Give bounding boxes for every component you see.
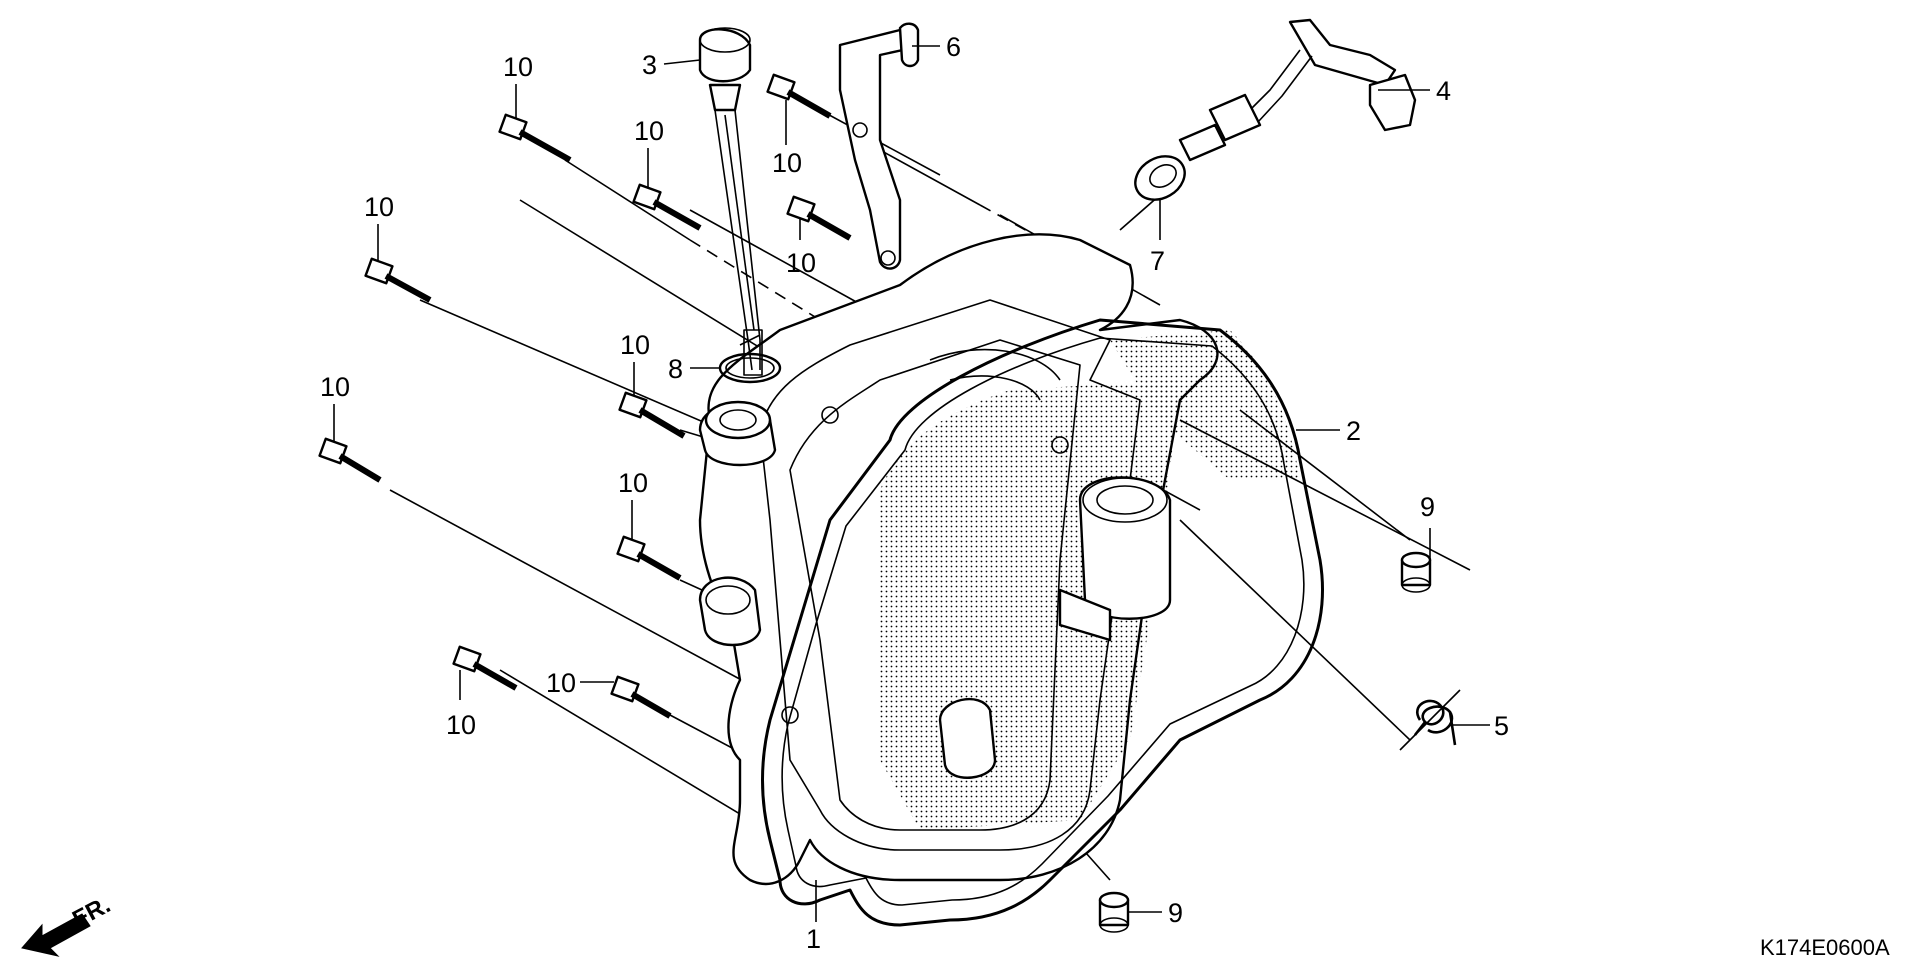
front-direction-marker: FR. (21, 891, 115, 957)
bolt-i (452, 645, 518, 691)
spring (1413, 699, 1457, 746)
dowel-pin-lower (1098, 891, 1130, 933)
bolt-f (618, 391, 686, 439)
callout-3: 3 (642, 50, 657, 80)
bracket (838, 22, 920, 270)
callout-10: 10 (772, 148, 802, 178)
leader-lines (333, 45, 1490, 922)
bolt-d (786, 195, 852, 241)
callout-labels: 10 10 10 10 10 10 10 10 10 10 10 3 6 4 7… (320, 32, 1509, 954)
bolt-a (498, 113, 572, 163)
callout-10: 10 (546, 668, 576, 698)
dowel-pin-upper (1400, 551, 1432, 593)
crankcase-cover (698, 233, 1219, 886)
callout-6: 6 (946, 32, 961, 62)
callout-10: 10 (634, 116, 664, 146)
oil-dipstick (698, 27, 763, 376)
callout-10: 10 (618, 468, 648, 498)
callout-10: 10 (364, 192, 394, 222)
callout-10: 10 (786, 248, 816, 278)
callout-10: 10 (503, 52, 533, 82)
callout-2: 2 (1346, 416, 1361, 446)
bolt-j (610, 675, 672, 719)
callout-10: 10 (620, 330, 650, 360)
callout-10: 10 (320, 372, 350, 402)
callout-10: 10 (446, 710, 476, 740)
bolt-e (364, 257, 432, 303)
bolt-g (318, 437, 382, 483)
oil-seal (1134, 155, 1186, 201)
callout-5: 5 (1494, 711, 1509, 741)
shift-arm (1178, 18, 1417, 162)
bolt-b (632, 183, 702, 231)
front-arrow-icon (21, 913, 91, 957)
callout-1: 1 (806, 924, 821, 954)
callout-7: 7 (1150, 246, 1165, 276)
bolt-h (616, 535, 682, 581)
callout-9: 9 (1168, 898, 1183, 928)
diagram-code: K174E0600A (1760, 935, 1890, 960)
bolts (318, 73, 852, 719)
gasket (761, 318, 1324, 927)
callout-4: 4 (1436, 76, 1451, 106)
bolt-c (766, 73, 832, 119)
callout-8: 8 (668, 354, 683, 384)
callout-9: 9 (1420, 492, 1435, 522)
